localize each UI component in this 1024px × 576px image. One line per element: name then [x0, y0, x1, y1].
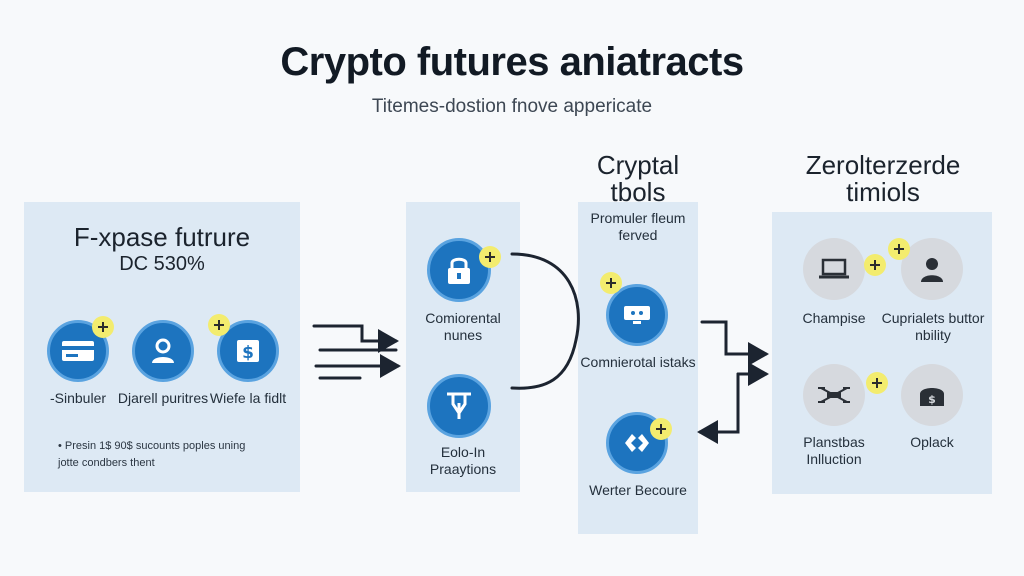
sparkle-icon [92, 316, 114, 338]
svg-text:$: $ [242, 343, 254, 363]
page-subtitle: Titemes-dostion fnove appericate [371, 96, 653, 117]
item-label: Comiorental nunes [425, 310, 501, 343]
item-label: Oplack [910, 434, 954, 450]
item-label: Eolo-In Praaytions [429, 444, 497, 477]
sparkle-icon [888, 238, 910, 260]
sparkle-icon [864, 254, 886, 276]
monitor-icon-button[interactable] [606, 284, 668, 346]
laptop-icon [819, 258, 849, 279]
terminals-heading: Zerolterzerde timiols [805, 150, 961, 208]
item-label: Wiefe la fidlt [209, 390, 287, 406]
lock-icon [448, 257, 470, 284]
tools-heading: Cryptal tbols [596, 150, 680, 208]
item-label: Champise [802, 310, 866, 326]
page-title: Crypto futures aniatracts [280, 40, 744, 84]
drone-icon-button[interactable] [803, 364, 865, 426]
item-label: -Sinbuler [49, 390, 107, 406]
item-label: Planstbas Inlluction [803, 434, 865, 467]
arrow-left-top [312, 324, 399, 353]
sparkle-icon [208, 314, 230, 336]
diamond-icon [625, 434, 649, 452]
item-label: Cuprialets buttor nbility [881, 310, 985, 343]
arrow-right-top [700, 320, 769, 366]
item-label: Djarell puritres [117, 390, 209, 406]
laptop-icon-button[interactable] [803, 238, 865, 300]
sparkle-icon [866, 372, 888, 394]
futures-note: • Presin 1$ 90$ sucounts poples uning jo… [58, 438, 288, 471]
tools-subheading: Promuler fleum ferved [590, 210, 686, 243]
monitor-icon [624, 306, 650, 324]
card-icon [62, 341, 94, 361]
vault-icon-button[interactable]: $ [901, 364, 963, 426]
note-line: • Presin 1$ 90$ sucounts poples uning [58, 440, 246, 452]
vault-icon: $ [920, 388, 944, 406]
sparkle-icon [650, 418, 672, 440]
sparkle-icon [600, 272, 622, 294]
dollar-icon: $ [237, 340, 259, 363]
svg-text:$: $ [928, 393, 936, 406]
person-icon [921, 258, 943, 282]
user-icon-button[interactable] [132, 320, 194, 382]
item-label: Comnierotal istaks [580, 354, 696, 370]
note-line: jotte condbers thent [58, 456, 155, 469]
filter-icon [447, 392, 471, 419]
filter-icon-button[interactable] [427, 374, 491, 438]
item-label: Werter Becoure [589, 482, 687, 498]
curve-connector [510, 252, 580, 390]
person-icon-button[interactable] [901, 238, 963, 300]
tools-panel [578, 202, 698, 534]
user-icon [152, 338, 174, 363]
arrow-right-back [697, 372, 740, 444]
lock-icon-button[interactable] [427, 238, 491, 302]
drone-icon [818, 387, 850, 403]
futures-value: DC 530% [119, 253, 205, 275]
sparkle-icon [479, 246, 501, 268]
futures-heading: F-xpase futrure [73, 222, 251, 252]
